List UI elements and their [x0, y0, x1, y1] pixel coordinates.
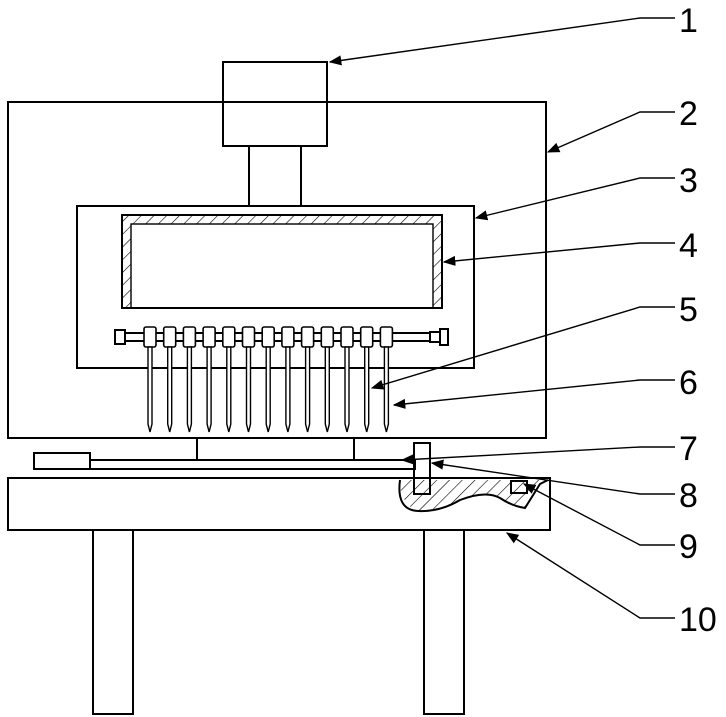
label-5: 5: [679, 291, 698, 329]
label-8: 8: [679, 477, 698, 515]
needle-hub: [341, 327, 353, 347]
table-leg-right: [424, 530, 464, 714]
hatched-container: [122, 215, 442, 308]
needle-hub: [164, 327, 176, 347]
label-4: 4: [679, 227, 698, 265]
leader-lines: [330, 18, 675, 618]
needle: [286, 347, 290, 432]
needle-hub: [203, 327, 215, 347]
needle: [227, 347, 231, 432]
needle: [187, 347, 191, 432]
motor-block: [223, 62, 327, 146]
inner-housing: [77, 206, 474, 368]
slide-rod: [90, 460, 415, 469]
needle: [306, 347, 310, 432]
label-9: 9: [679, 528, 698, 566]
needle: [266, 347, 270, 432]
label-6: 6: [679, 364, 698, 402]
needle: [365, 347, 369, 432]
needle: [384, 347, 388, 432]
needle: [345, 347, 349, 432]
drive-shaft: [249, 146, 301, 206]
needle-hub: [144, 327, 156, 347]
needle-hub: [361, 327, 373, 347]
needle-hub: [380, 327, 392, 347]
needle: [325, 347, 329, 432]
label-3: 3: [679, 162, 698, 200]
label-10: 10: [679, 601, 717, 639]
table-leg-left: [93, 530, 133, 714]
main-frame: [8, 102, 546, 438]
needle-hub: [223, 327, 235, 347]
needle: [148, 347, 152, 432]
label-1: 1: [679, 2, 698, 40]
rod-handle: [34, 453, 90, 469]
needle: [207, 347, 211, 432]
label-7: 7: [679, 430, 698, 468]
needle-hub: [321, 327, 333, 347]
needle-hub: [262, 327, 274, 347]
label-2: 2: [679, 95, 698, 133]
needle: [168, 347, 172, 432]
support-plate: [197, 438, 354, 460]
needle: [247, 347, 251, 432]
needle-hub: [243, 327, 255, 347]
needle-hub: [183, 327, 195, 347]
needle-hub: [302, 327, 314, 347]
needle-hub: [282, 327, 294, 347]
